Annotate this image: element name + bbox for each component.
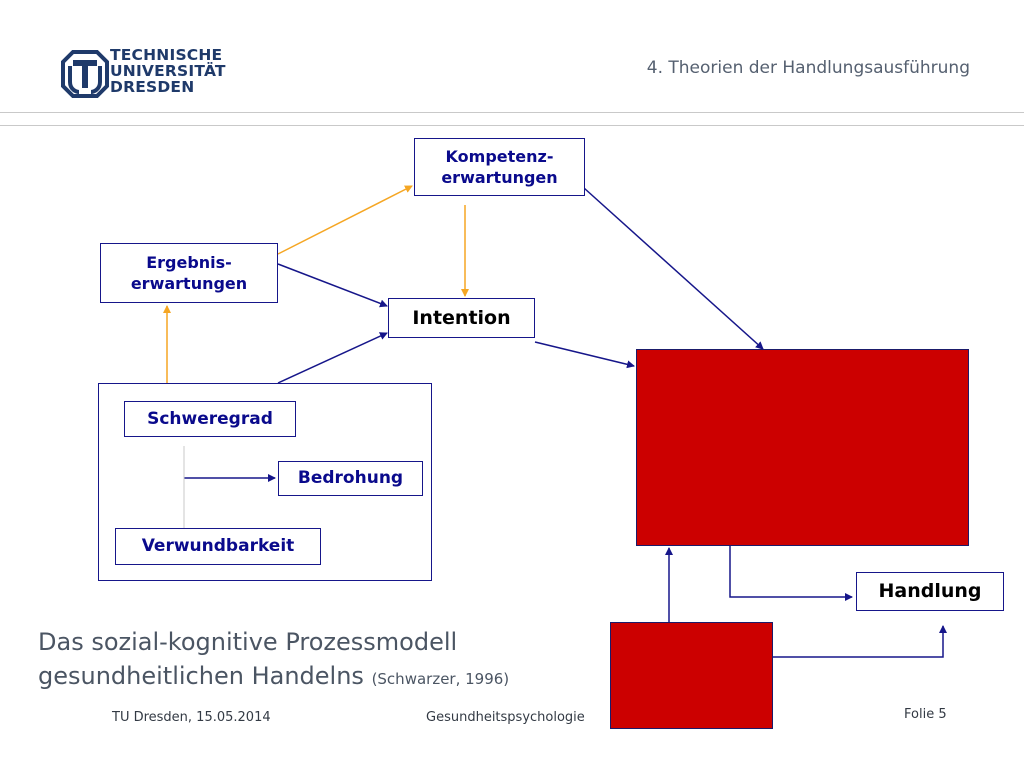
node-ergebniserwartungen-line1: Ergebnis-: [146, 253, 232, 272]
arrow-ergebnis-to-intention: [277, 263, 388, 308]
footer-date: TU Dresden, 15.05.2014: [112, 710, 271, 725]
arrow-kompetenz-to-redbox: [583, 187, 764, 350]
header-divider-top: [0, 112, 1024, 113]
node-handlung: Handlung: [856, 572, 1004, 611]
caption-line-2: gesundheitlichen Handelns (Schwarzer, 19…: [38, 659, 509, 696]
node-kompetenzerwartungen-line1: Kompetenz-: [445, 147, 554, 166]
node-handlung-label: Handlung: [878, 580, 982, 602]
footer-course: Gesundheitspsychologie: [426, 710, 585, 725]
footer-slide-number: Folie 5: [904, 707, 947, 722]
node-schweregrad-label: Schweregrad: [147, 408, 273, 429]
section-title: 4. Theorien der Handlungsausführung: [646, 58, 970, 78]
logo-line-3: DRESDEN: [110, 78, 195, 96]
arrow-group-to-intention: [277, 332, 388, 384]
arrow-redbox-to-handlung: [729, 546, 853, 601]
caption-line-1: Das sozial-kognitive Prozessmodell: [38, 628, 458, 656]
red-box-lower: [610, 622, 773, 729]
node-ergebniserwartungen-line2: erwartungen: [130, 274, 248, 293]
red-box-upper: [636, 349, 969, 546]
logo-line-1: TECHNISCHE: [110, 46, 223, 64]
caption-line-2-text: gesundheitlichen Handelns: [38, 662, 364, 690]
node-intention: Intention: [388, 298, 535, 338]
node-ergebniserwartungen: Ergebnis- erwartungen: [100, 243, 278, 303]
node-verwundbarkeit-label: Verwundbarkeit: [141, 536, 295, 556]
node-bedrohung-label: Bedrohung: [297, 468, 404, 488]
university-name: TECHNISCHE UNIVERSITÄT DRESDEN: [110, 47, 226, 95]
node-kompetenzerwartungen: Kompetenz- erwartungen: [414, 138, 585, 196]
arrow-ergebnis-to-kompetenz: [277, 185, 413, 255]
header-divider-bottom: [0, 125, 1024, 126]
slide-caption: Das sozial-kognitive Prozessmodell gesun…: [38, 625, 509, 696]
node-intention-label: Intention: [412, 306, 511, 329]
risk-perception-group: [98, 383, 432, 581]
node-schweregrad: Schweregrad: [124, 401, 296, 437]
logo-line-2: UNIVERSITÄT: [110, 62, 226, 80]
node-verwundbarkeit: Verwundbarkeit: [115, 528, 321, 565]
arrow-lower-redbox-to-handlung: [773, 625, 947, 658]
tu-dresden-logo-icon: [61, 50, 109, 98]
node-kompetenzerwartungen-line2: erwartungen: [441, 168, 558, 187]
node-bedrohung: Bedrohung: [278, 461, 423, 496]
arrow-intention-to-redbox: [534, 341, 635, 369]
caption-citation: (Schwarzer, 1996): [371, 670, 510, 688]
